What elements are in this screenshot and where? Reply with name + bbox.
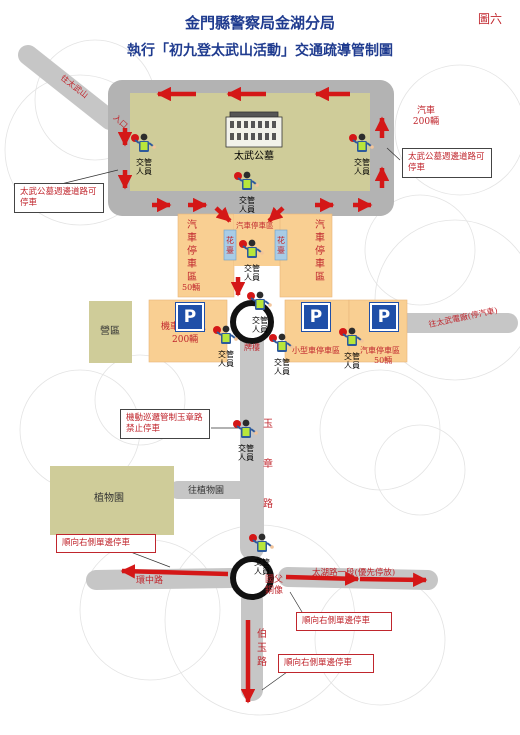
road-huanzhong <box>86 568 242 590</box>
label-cemetery: 太武公墓 <box>234 151 274 162</box>
traffic-officer-icon: 交管人員 <box>246 290 274 334</box>
officer-figure <box>339 327 364 346</box>
figure-number: 圖六 <box>477 12 502 26</box>
callout-cemetery-right: 太武公墓週邊道路可停車 <box>402 148 492 178</box>
officer-label: 交管人員 <box>218 350 234 368</box>
parking-sign-bottom-right: P <box>370 303 398 331</box>
parking-sign-small-car: P <box>302 303 330 331</box>
officer-figure <box>269 333 294 352</box>
label-small-car-area: 小型車停車區 <box>292 346 340 355</box>
officer-figure <box>234 171 259 190</box>
traffic-officer-icon: 交管人員 <box>130 132 158 176</box>
road-to-taiwu <box>18 45 120 130</box>
callout-cemetery-left: 太武公墓週邊道路可停車 <box>14 183 104 213</box>
traffic-officer-icon: 交管人員 <box>268 332 296 376</box>
officer-label: 交管人員 <box>239 196 255 214</box>
label-car-area-bottom-right: 汽車停車區 <box>360 346 400 355</box>
label-botanic: 植物園 <box>94 493 124 504</box>
label-car-bottom-right-count: 50輛 <box>374 356 393 365</box>
officer-label: 交管人員 <box>136 158 152 176</box>
officer-figure <box>213 325 238 344</box>
label-boyu-road: 伯玉路 <box>257 629 267 668</box>
traffic-officer-icon: 交管人員 <box>238 238 266 282</box>
traffic-officer-icon: 交管人員 <box>232 418 260 462</box>
cemetery-building-icon <box>225 111 283 148</box>
flower-bed-left <box>223 229 237 261</box>
label-taihu: 太湖路一段(優先停放) <box>312 568 396 578</box>
label-to-botanic: 往植物園 <box>188 486 225 496</box>
officer-figure <box>239 239 264 258</box>
page-subtitle: 執行「初九登太武山活動」交通疏導管制圖 <box>127 43 393 59</box>
label-yuzhang-road: 玉章路 <box>263 419 273 510</box>
officer-label: 交管人員 <box>254 558 270 576</box>
officer-label: 交管人員 <box>244 264 260 282</box>
officer-figure <box>249 533 274 552</box>
car-parking-zone-center <box>234 214 280 266</box>
label-statue: 國父銅像 <box>264 575 283 596</box>
callout-right-side-1: 順向右側單邊停車 <box>56 534 156 553</box>
officer-figure <box>233 419 258 438</box>
label-moto-count: 200輛 <box>172 335 199 345</box>
roundabout-arch <box>230 300 274 344</box>
label-arch: 牌樓 <box>244 343 260 352</box>
label-flower-left: 花臺 <box>226 236 234 255</box>
traffic-officer-icon: 交管人員 <box>348 132 376 176</box>
traffic-arrows <box>117 86 428 704</box>
officer-figure <box>131 133 156 152</box>
label-car-area-left-count: 50輛 <box>182 283 201 292</box>
label-car-area-center: 汽車停車區 <box>236 221 274 230</box>
officer-label: 交管人員 <box>238 444 254 462</box>
callout-right-side-2: 順向右側單邊停車 <box>296 612 392 631</box>
botanic-garden-area <box>50 466 174 535</box>
officer-figure <box>247 291 272 310</box>
roundabout-statue <box>230 556 274 600</box>
label-car-area-left: 汽車停車區 <box>187 220 197 283</box>
officer-label: 交管人員 <box>344 352 360 370</box>
label-flower-right: 花臺 <box>277 236 285 255</box>
traffic-officer-icon: 交管人員 <box>212 324 240 368</box>
label-huanzhong: 環中路 <box>136 576 164 586</box>
label-car-area-right: 汽車停車區 <box>315 220 325 283</box>
callout-right-side-3: 順向右側單邊停車 <box>278 654 374 673</box>
label-camp: 營區 <box>100 326 120 337</box>
parking-sign-moto: P <box>176 303 204 331</box>
traffic-officer-icon: 交管人員 <box>338 326 366 370</box>
camp-area <box>89 301 132 363</box>
traffic-officer-icon: 交管人員 <box>248 532 276 576</box>
officer-label: 交管人員 <box>274 358 290 376</box>
officer-label: 交管人員 <box>354 158 370 176</box>
officer-label: 交管人員 <box>252 316 268 334</box>
traffic-officer-icon: 交管人員 <box>233 170 261 214</box>
page-title: 金門縣警察局金湖分局 <box>184 14 335 32</box>
flower-bed-right <box>274 229 288 261</box>
officer-figure <box>349 133 374 152</box>
callout-patrol: 機動巡邏管制玉章路禁止停車 <box>120 409 210 439</box>
